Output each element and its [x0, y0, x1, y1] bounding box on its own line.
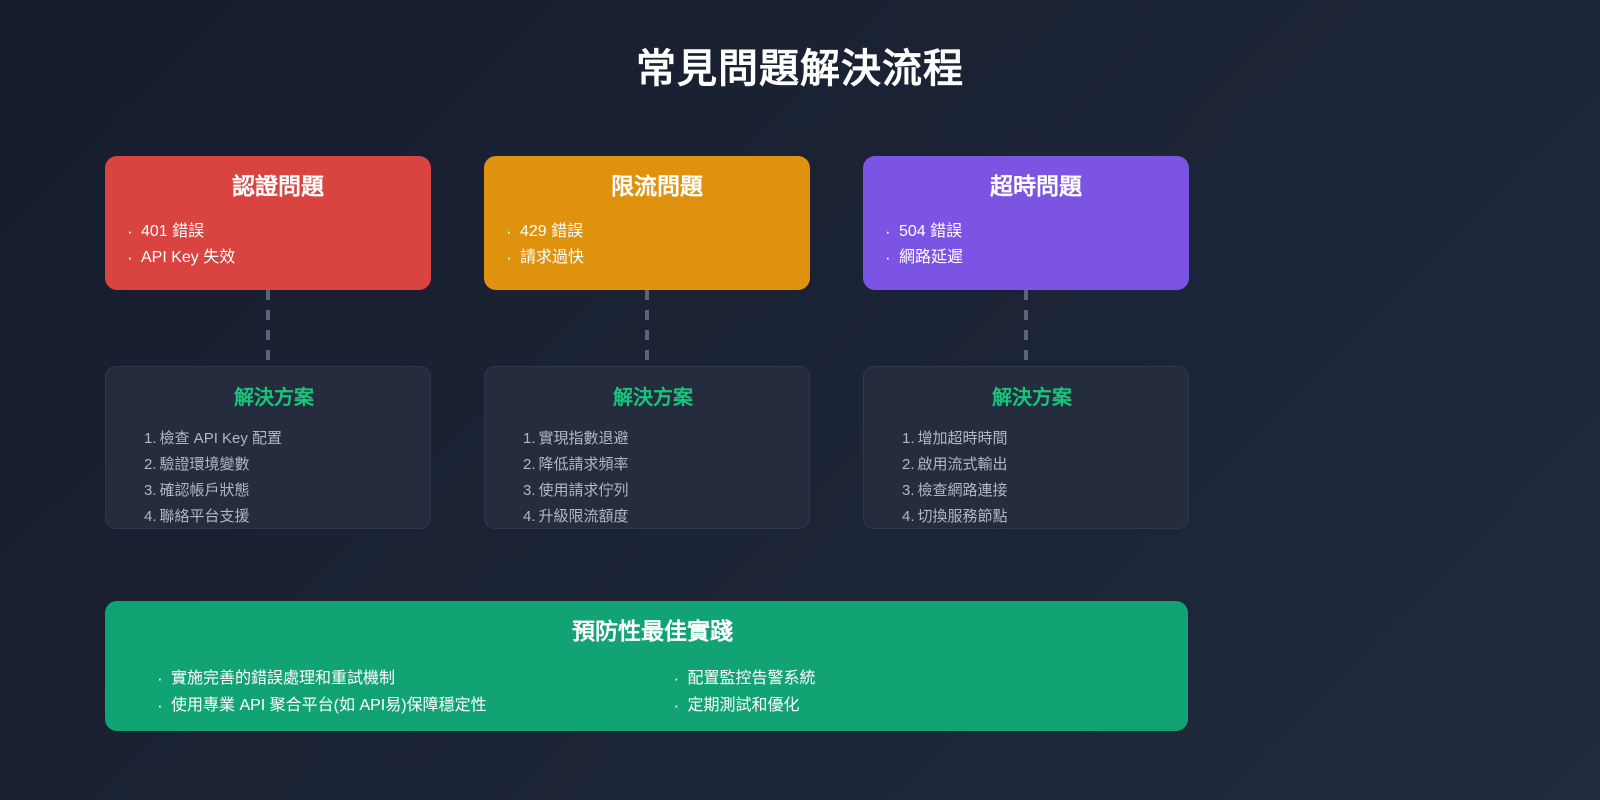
step-text: 檢查網路連接	[917, 482, 1008, 500]
solution-card-title: 解決方案	[992, 387, 1072, 409]
problem-columns: 認證問題 401 錯誤 API Key 失效 解決方案 1.檢查 API Key…	[105, 156, 1190, 529]
list-item: API Key 失效	[125, 244, 411, 271]
step-text: 驗證環境變數	[159, 456, 250, 474]
best-practices-title: 預防性最佳實踐	[572, 618, 733, 644]
list-item: 429 錯誤	[504, 218, 790, 245]
step-text: 實現指數退避	[538, 430, 629, 447]
list-item: 4.升級限流額度	[523, 504, 789, 530]
list-item: 請求過快	[504, 244, 790, 271]
solution-card-authentication[interactable]: 解決方案 1.檢查 API Key 配置 2.驗證環境變數 3.確認帳戶狀態 4…	[105, 366, 431, 529]
list-item: 網路延遲	[883, 244, 1169, 271]
step-text: 降低請求頻率	[538, 456, 629, 474]
list-item: 定期測試和優化	[673, 692, 1163, 720]
step-number: 4.	[523, 508, 536, 526]
problem-card-timeout[interactable]: 超時問題 504 錯誤 網路延遲	[863, 156, 1189, 290]
step-number: 3.	[902, 482, 915, 500]
best-practices-list-right: 配置監控告警系統 定期測試和優化	[673, 665, 1163, 720]
list-item: 2.啟用流式輸出	[902, 452, 1168, 478]
list-item: 4.聯絡平台支援	[144, 504, 410, 530]
solution-card-title: 解決方案	[613, 387, 693, 409]
problem-symptom-list: 401 錯誤 API Key 失效	[125, 218, 411, 271]
step-number: 3.	[523, 482, 536, 500]
list-item: 3.確認帳戶狀態	[144, 478, 410, 504]
list-item: 2.驗證環境變數	[144, 452, 410, 478]
list-item: 2.降低請求頻率	[523, 452, 789, 478]
solution-card-title: 解決方案	[234, 387, 314, 409]
list-item: 401 錯誤	[125, 218, 411, 245]
column-timeout: 超時問題 504 錯誤 網路延遲 解決方案 1.增加超時時間 2.啟用流式輸出 …	[863, 156, 1189, 529]
list-item: 3.使用請求佇列	[523, 478, 789, 504]
best-practices-column-right: 配置監控告警系統 定期測試和優化	[647, 665, 1163, 720]
step-text: 增加超時時間	[917, 430, 1008, 447]
dashed-connector-icon	[645, 290, 649, 366]
step-number: 3.	[144, 482, 157, 500]
problem-symptom-list: 429 錯誤 請求過快	[504, 218, 790, 271]
problem-card-title: 超時問題	[990, 173, 1082, 199]
problem-card-title: 認證問題	[232, 173, 324, 199]
step-text: 確認帳戶狀態	[159, 482, 250, 500]
step-text: 聯絡平台支援	[159, 508, 250, 526]
best-practices-list-left: 實施完善的錯誤處理和重試機制 使用專業 API 聚合平台(如 API易)保障穩定…	[156, 665, 647, 720]
column-rate-limit: 限流問題 429 錯誤 請求過快 解決方案 1.實現指數退避 2.降低請求頻率 …	[484, 156, 810, 529]
step-number: 1.	[523, 430, 536, 447]
step-number: 1.	[902, 430, 915, 447]
page-title: 常見問題解決流程	[636, 47, 964, 91]
step-number: 4.	[144, 508, 157, 526]
step-number: 4.	[902, 508, 915, 526]
step-number: 2.	[144, 456, 157, 474]
best-practices-panel[interactable]: 預防性最佳實踐 實施完善的錯誤處理和重試機制 使用專業 API 聚合平台(如 A…	[105, 601, 1188, 731]
best-practices-column-left: 實施完善的錯誤處理和重試機制 使用專業 API 聚合平台(如 API易)保障穩定…	[131, 665, 647, 720]
list-item: 配置監控告警系統	[673, 665, 1163, 693]
list-item: 使用專業 API 聚合平台(如 API易)保障穩定性	[156, 692, 647, 720]
solution-step-list: 1.檢查 API Key 配置 2.驗證環境變數 3.確認帳戶狀態 4.聯絡平台…	[126, 426, 410, 530]
problem-card-authentication[interactable]: 認證問題 401 錯誤 API Key 失效	[105, 156, 431, 290]
column-authentication: 認證問題 401 錯誤 API Key 失效 解決方案 1.檢查 API Key…	[105, 156, 431, 529]
step-text: 檢查 API Key 配置	[159, 430, 283, 447]
solution-step-list: 1.增加超時時間 2.啟用流式輸出 3.檢查網路連接 4.切換服務節點	[884, 426, 1168, 530]
list-item: 504 錯誤	[883, 218, 1169, 245]
solution-card-rate-limit[interactable]: 解決方案 1.實現指數退避 2.降低請求頻率 3.使用請求佇列 4.升級限流額度	[484, 366, 810, 529]
problem-card-rate-limit[interactable]: 限流問題 429 錯誤 請求過快	[484, 156, 810, 290]
step-text: 使用請求佇列	[538, 482, 629, 500]
list-item: 實施完善的錯誤處理和重試機制	[156, 665, 647, 693]
step-number: 2.	[523, 456, 536, 474]
step-text: 切換服務節點	[917, 508, 1008, 526]
step-text: 升級限流額度	[538, 508, 629, 526]
dashed-connector-icon	[1024, 290, 1028, 366]
best-practices-columns: 實施完善的錯誤處理和重試機制 使用專業 API 聚合平台(如 API易)保障穩定…	[131, 665, 1163, 720]
problem-symptom-list: 504 錯誤 網路延遲	[883, 218, 1169, 271]
list-item: 1.檢查 API Key 配置	[144, 426, 410, 452]
problem-card-title: 限流問題	[611, 173, 703, 199]
solution-step-list: 1.實現指數退避 2.降低請求頻率 3.使用請求佇列 4.升級限流額度	[505, 426, 789, 530]
dashed-connector-icon	[266, 290, 270, 366]
step-text: 啟用流式輸出	[917, 456, 1008, 474]
solution-card-timeout[interactable]: 解決方案 1.增加超時時間 2.啟用流式輸出 3.檢查網路連接 4.切換服務節點	[863, 366, 1189, 529]
list-item: 3.檢查網路連接	[902, 478, 1168, 504]
list-item: 1.增加超時時間	[902, 426, 1168, 452]
step-number: 2.	[902, 456, 915, 474]
step-number: 1.	[144, 430, 157, 447]
list-item: 4.切換服務節點	[902, 504, 1168, 530]
list-item: 1.實現指數退避	[523, 426, 789, 452]
